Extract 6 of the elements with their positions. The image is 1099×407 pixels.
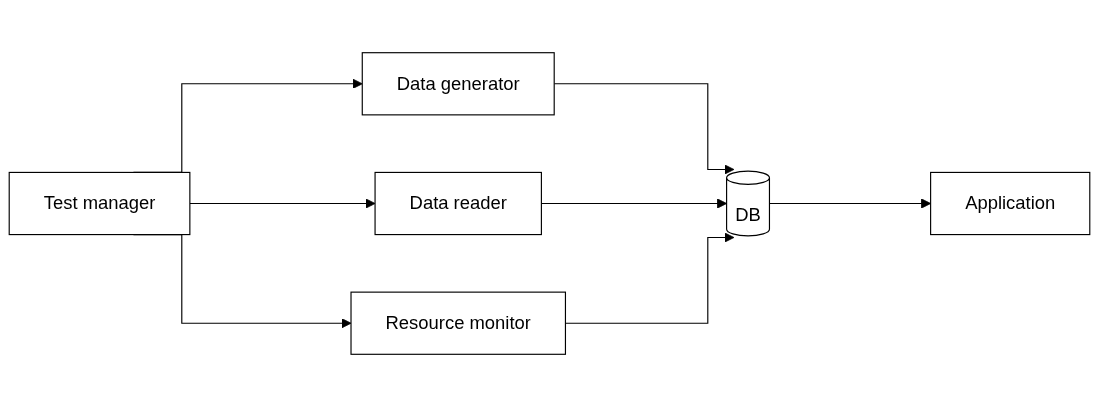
node-box: Data reader [374,171,542,236]
node-box: Resource monitor [350,291,566,355]
node-box: Data generator [361,52,555,116]
node-box: Test manager [8,171,191,236]
node-box: Application [930,171,1091,236]
arrow [189,198,376,209]
